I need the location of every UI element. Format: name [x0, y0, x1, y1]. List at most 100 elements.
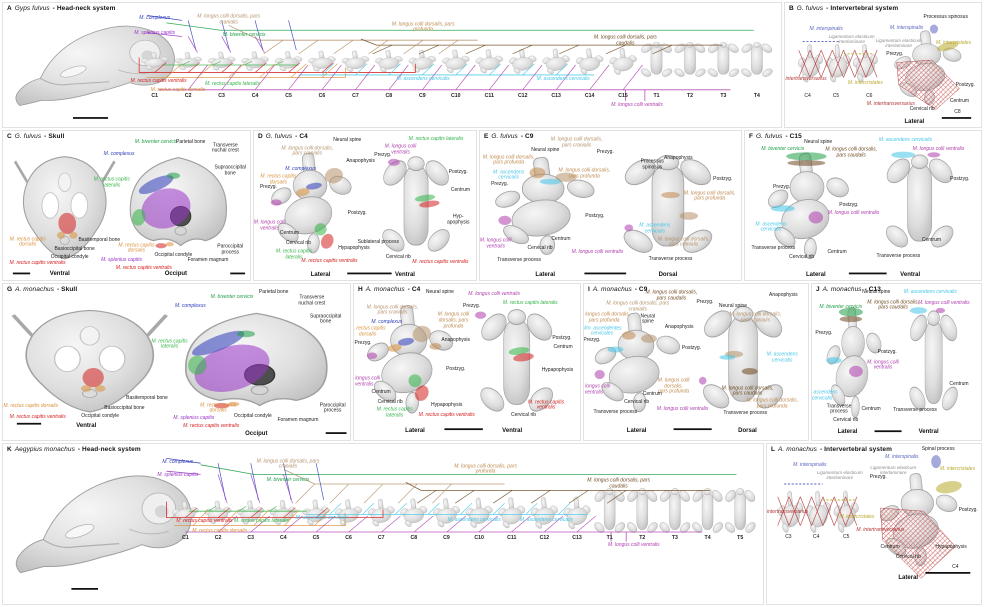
view-caption: Lateral — [310, 271, 331, 278]
view-caption: Lateral — [626, 428, 647, 435]
panel-title: G A. monachus - Skull — [7, 286, 77, 293]
vertebra-label: C2 — [214, 535, 222, 542]
panel-species: G. fulvus — [14, 133, 42, 140]
scale-bar — [12, 272, 31, 275]
panel-b: B G. fulvus - Intervertebral system M. i… — [784, 2, 982, 128]
vertebra-label: C12 — [539, 535, 550, 542]
vertebra-label: C10 — [451, 93, 461, 99]
panel-l: L A. monachus - Intervertebral system M.… — [766, 443, 982, 605]
vertebra-label: T2 — [639, 535, 646, 542]
vertebra-label: C5 — [312, 535, 320, 542]
panel-subtitle: - Intervertebral system — [826, 5, 899, 12]
vertebra-label: C5 — [285, 93, 292, 99]
panel-letter: D — [258, 133, 263, 140]
vertebra-label: C12 — [517, 93, 528, 99]
vertebra-label: C4 — [279, 535, 287, 542]
vertebra-label: T1 — [606, 535, 613, 542]
panel-letter: C — [7, 133, 12, 140]
vertebra-label: C11 — [507, 535, 517, 542]
panel-species: A. monachus — [592, 286, 632, 293]
panel-subtitle: - Skull — [44, 133, 65, 140]
panel-e-anatomy-art — [495, 154, 713, 275]
panel-title: H A. monachus - C4 — [358, 286, 420, 293]
panel-species: Aegypius monachus — [14, 446, 75, 453]
panel-subtitle: - Intervertebral system — [819, 446, 892, 453]
panel-letter: A — [7, 5, 12, 12]
panel-species: A. monachus — [15, 286, 55, 293]
view-caption: Lateral — [805, 271, 826, 278]
panel-h-anatomy-art — [366, 305, 554, 431]
panel-subtitle: - C9 — [520, 133, 534, 140]
vertebra-label: T1 — [653, 93, 660, 99]
panel-subtitle: - Head-neck system — [52, 5, 116, 12]
scale-bar — [848, 272, 887, 275]
view-caption: Lateral — [535, 271, 556, 278]
view-caption: Ventral — [918, 429, 939, 436]
scale-bar — [584, 272, 627, 275]
panel-k: K Aegypius monachus - Head-neck system M… — [2, 443, 764, 605]
panel-species: A. monachus — [822, 286, 862, 293]
vertebra-label: C1 — [182, 535, 189, 542]
panel-title: I A. monachus - C9 — [588, 286, 647, 293]
panel-a-anatomy-art — [15, 15, 773, 119]
panel-letter: I — [588, 286, 590, 293]
panel-letter: E — [484, 133, 489, 140]
panel-species: G. fulvus — [265, 133, 293, 140]
view-caption: Ventral — [394, 271, 415, 278]
panel-f-anatomy-art — [768, 151, 954, 275]
panel-letter: J — [816, 286, 820, 293]
panel-subtitle: - C4 — [295, 133, 308, 140]
panel-subtitle: - Head-neck system — [77, 446, 141, 453]
vertebra-label: C13 — [551, 93, 561, 99]
vertebra-label: C9 — [419, 93, 426, 99]
panel-title: F G. fulvus - C15 — [749, 133, 802, 140]
panel-letter: B — [789, 5, 794, 12]
panel-letter: F — [749, 133, 754, 140]
view-caption: Lateral — [837, 429, 858, 436]
view-caption: Occiput — [245, 430, 268, 437]
panel-title: B G. fulvus - Intervertebral system — [789, 5, 898, 12]
view-caption: Dorsal — [738, 427, 757, 434]
view-caption: Lateral — [898, 574, 919, 581]
panel-letter: K — [7, 446, 12, 453]
scale-bar — [347, 272, 392, 275]
view-caption: Ventral — [76, 422, 97, 429]
vertebra-label: C10 — [474, 535, 484, 542]
scale-bar — [444, 428, 483, 431]
panel-j-anatomy-art — [826, 306, 958, 433]
vertebra-label: C4 — [251, 93, 259, 99]
panel-species: A. monachus — [777, 446, 818, 453]
panel-species: G. fulvus — [755, 133, 783, 140]
panel-species: Gyps fulvus — [14, 5, 50, 12]
panel-l-anatomy-art — [777, 454, 971, 579]
vertebra-label: C3 — [247, 535, 254, 542]
scale-bar — [925, 572, 971, 574]
panel-b-anatomy-art — [798, 24, 972, 119]
vertebra-label: C6 — [345, 535, 352, 542]
vertebra-label: C2 — [184, 93, 192, 99]
vertebra-label: C13 — [572, 535, 582, 542]
panel-i-anatomy-art — [594, 305, 784, 431]
view-caption: Lateral — [405, 428, 425, 435]
panel-title: J A. monachus - C13 — [816, 286, 881, 293]
panel-k-anatomy-art — [15, 458, 756, 590]
panel-species: A. monachus — [365, 286, 405, 293]
vertebra-label: C3 — [218, 93, 225, 99]
panel-a: A Gyps fulvus - Head-neck system M. comp… — [2, 2, 782, 128]
panel-subtitle: - Skull — [57, 286, 78, 293]
panel-g-anatomy-art — [11, 309, 347, 434]
panel-d-anatomy-art — [270, 152, 450, 275]
vertebra-label: T5 — [737, 535, 744, 542]
panel-subtitle: - C4 — [407, 286, 421, 293]
scale-bar — [874, 430, 902, 433]
panel-c-anatomy-art — [12, 156, 246, 275]
panel-subtitle: - C13 — [864, 286, 881, 293]
view-caption: Occiput — [164, 271, 188, 278]
scale-bar — [941, 117, 972, 119]
vertebra-label: T4 — [753, 93, 760, 99]
scale-bar — [71, 588, 98, 590]
panel-species: G. fulvus — [491, 133, 518, 140]
vertebra-label: T3 — [720, 93, 727, 99]
